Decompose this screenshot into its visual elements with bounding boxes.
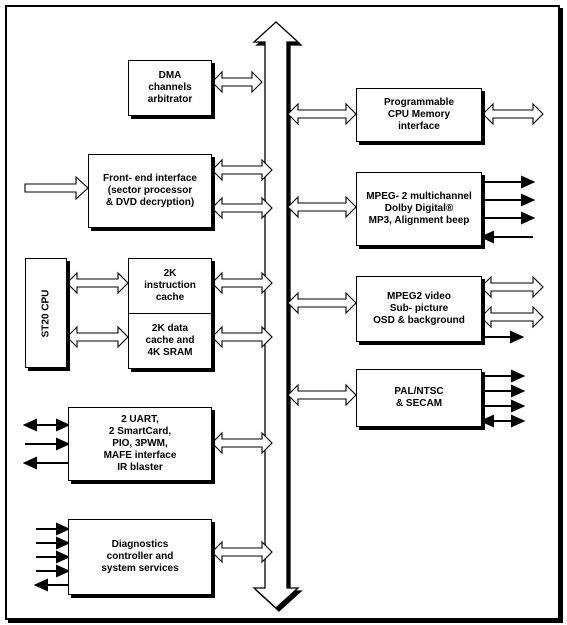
diag-bus-arrow [211,540,273,564]
dma-block: DMA channels arbitrator [128,60,212,116]
diag-output-1 [33,578,68,592]
pal-output-3 [482,399,526,413]
mpegaudio-output-3 [482,211,536,225]
mpegaudio-input-1 [479,230,533,244]
dcache-block: 2K data cache and 4K SRAM [128,313,212,369]
mpegvideo-block: MPEG2 video Sub- picture OSD & backgroun… [356,276,482,342]
dma-label: DMA channels arbitrator [147,70,193,105]
uart-input-1 [25,437,71,451]
cpu-label: ST20 CPU [40,289,52,337]
uart-output-1 [22,456,68,470]
pal-bidir-1 [479,414,526,428]
memif-output-arrow [482,102,544,126]
pal-bus-arrow [287,383,357,407]
mpegvideo-bus-arrow [287,291,357,315]
diag-input-3 [36,550,71,564]
pal-output-2 [482,384,526,398]
cpu-icache-arrow [66,271,129,295]
dma-bus-arrow [211,70,263,94]
diag-input-4 [36,564,71,578]
diag-label: Diagnostics controller and system servic… [101,539,179,574]
cpu-dcache-arrow [66,325,129,349]
uart-block: 2 UART, 2 SmartCard, PIO, 3PWM, MAFE int… [68,407,212,481]
mpegaudio-output-2 [482,193,536,207]
frontend-bus-arrow-1 [211,158,273,182]
mpegaudio-bus-arrow [287,195,357,219]
memif-bus-arrow [287,102,357,126]
mpegvideo-output-arrow-2 [480,305,544,329]
dcache-label: 2K data cache and 4K SRAM [145,323,195,358]
pal-output-1 [482,369,526,383]
mpegaudio-output-1 [482,175,536,189]
mpegvideo-output-3 [482,330,525,344]
frontend-label: Front- end interface (sector processor &… [103,173,197,208]
icache-block: 2K instruction cache [128,258,212,314]
mpegvideo-output-arrow-1 [480,275,544,299]
frontend-input-arrow [24,175,89,201]
diag-input-1 [36,522,71,536]
memif-label: Programmable CPU Memory interface [383,97,455,132]
frontend-bus-arrow-2 [211,196,273,220]
cpu-block: ST20 CPU [25,258,67,368]
uart-label: 2 UART, 2 SmartCard, PIO, 3PWM, MAFE int… [103,414,177,473]
mpegaudio-block: MPEG- 2 multichannel Dolby Digital® MP3,… [356,172,482,246]
pal-label: PAL/NTSC & SECAM [394,386,444,409]
icache-label: 2K instruction cache [144,268,196,303]
diag-input-2 [36,536,71,550]
mpegaudio-label: MPEG- 2 multichannel Dolby Digital® MP3,… [366,191,472,226]
pal-block: PAL/NTSC & SECAM [356,369,482,427]
uart-bidir-1 [22,418,71,432]
dcache-bus-arrow [211,325,273,349]
icache-bus-arrow [211,271,273,295]
mpegvideo-label: MPEG2 video Sub- picture OSD & backgroun… [373,291,465,326]
uart-bus-arrow [211,431,273,455]
frontend-block: Front- end interface (sector processor &… [88,154,212,228]
diag-block: Diagnostics controller and system servic… [68,519,212,595]
memif-block: Programmable CPU Memory interface [356,88,482,142]
